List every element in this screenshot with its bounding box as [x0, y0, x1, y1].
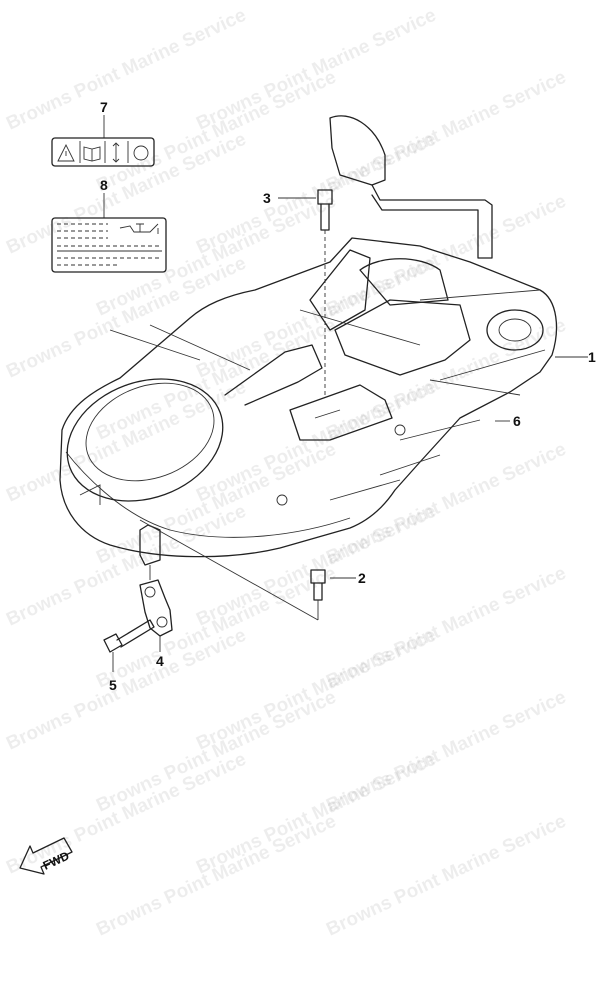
oil-can-icon — [119, 223, 159, 234]
engine-cover-part-1 — [59, 237, 558, 566]
callout-5: 5 — [109, 677, 117, 693]
callout-2: 2 — [358, 570, 366, 586]
callout-7: 7 — [100, 99, 108, 115]
bolt-part-3 — [317, 189, 333, 395]
watermark-text: Browns Point Marine Service — [93, 67, 339, 197]
leader-lines — [103, 115, 588, 672]
callout-6: 6 — [513, 413, 521, 429]
watermark-text: Browns Point Marine Service — [93, 439, 339, 569]
watermark-text: Browns Point Marine Service — [93, 563, 339, 693]
tilt-arrow-icon — [112, 142, 120, 163]
manual-book-icon — [83, 146, 101, 162]
watermark-text: Browns Point Marine Service — [323, 811, 569, 941]
warning-label-part-7 — [51, 137, 155, 167]
clamp-part-4 — [139, 579, 173, 637]
callout-4: 4 — [156, 653, 164, 669]
callout-3: 3 — [263, 190, 271, 206]
watermark-text: Browns Point Marine Service — [93, 687, 339, 817]
callout-8: 8 — [100, 177, 108, 193]
watermark-text: Browns Point Marine Service — [93, 811, 339, 941]
engine-icon — [133, 145, 149, 161]
bolt-part-5 — [103, 619, 155, 653]
seal-part-6 — [329, 115, 493, 259]
warning-triangle-icon — [57, 143, 75, 162]
oil-label-part-8 — [51, 217, 167, 273]
callout-1: 1 — [588, 349, 596, 365]
